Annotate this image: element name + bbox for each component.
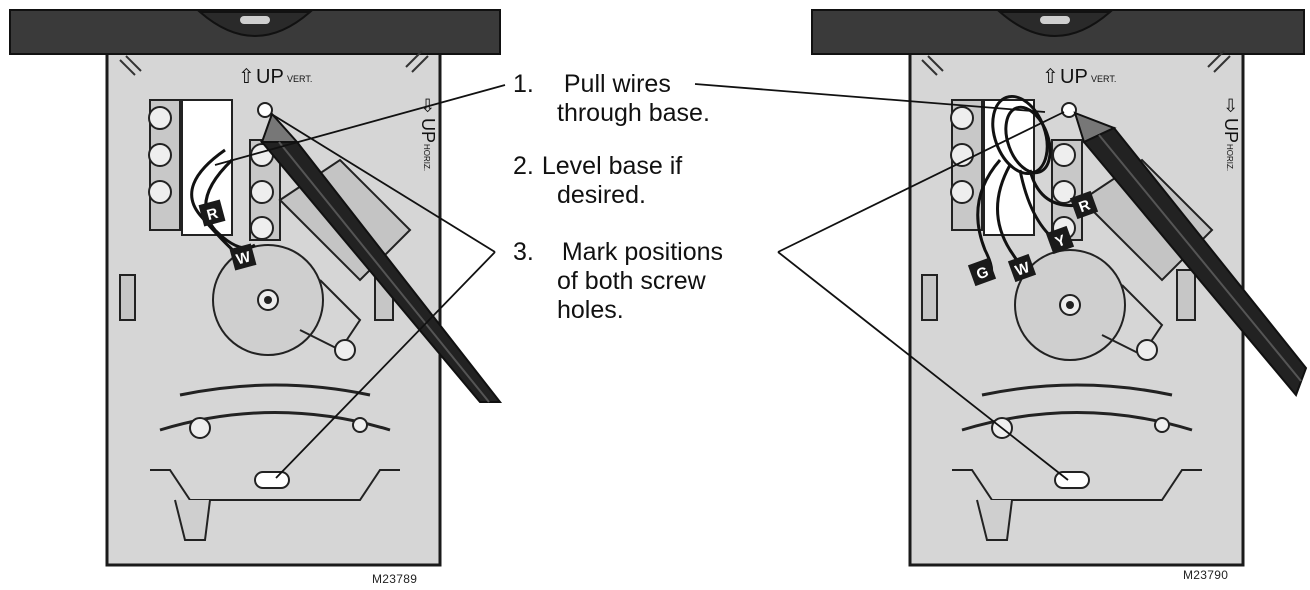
leader-lines	[214, 83, 1069, 481]
wire-tag-g: G	[967, 257, 997, 287]
leader-step1-right	[694, 83, 1046, 113]
svg-text:W: W	[1013, 259, 1033, 280]
svg-text:UP: UP	[1221, 118, 1241, 143]
thermostat-base-right: G W Y R ⇧ UP VERT. ⇨ UP HORIZ.	[811, 9, 1308, 567]
up-vert-label: ⇧ UP VERT.	[238, 66, 312, 88]
screw-hole-top	[257, 102, 273, 118]
step-3-line-1: Mark positions	[561, 238, 724, 266]
svg-text:R: R	[205, 205, 220, 224]
step-2-line-2: desired.	[557, 181, 646, 209]
leader-step3-right-top	[777, 111, 1065, 253]
leader-step3-left-bottom	[275, 251, 496, 479]
wire-tag-r: R	[198, 199, 226, 227]
wire-tag-w: W	[229, 243, 257, 271]
svg-text:UP: UP	[256, 66, 284, 88]
svg-text:HORIZ.: HORIZ.	[422, 144, 431, 171]
leader-step3-left-top	[272, 114, 496, 253]
svg-text:⇧: ⇧	[1042, 66, 1059, 88]
wire-tag-w: W	[1007, 253, 1037, 283]
svg-text:VERT.: VERT.	[287, 74, 312, 84]
step-1-line-1: Pull wires	[563, 70, 671, 98]
figure-code-right: M23790	[1183, 568, 1229, 582]
step-2-line-1: Level base if	[541, 152, 683, 180]
figure-code-left: M23789	[372, 572, 418, 586]
screw-slot-bottom	[254, 471, 290, 489]
pencil	[1073, 111, 1308, 397]
step-2-number: 2.	[513, 152, 534, 180]
svg-text:HORIZ.: HORIZ.	[1225, 144, 1234, 171]
leader-step3-right-bottom	[777, 251, 1069, 481]
up-vert-label: ⇧ UP VERT.	[1042, 66, 1116, 88]
step-1-number: 1.	[513, 70, 534, 98]
svg-text:⇧: ⇧	[238, 66, 255, 88]
svg-text:UP: UP	[1060, 66, 1088, 88]
step-3: 3. Mark positions of both screw holes.	[513, 238, 723, 325]
step-1-line-2: through base.	[557, 99, 710, 127]
screw-hole-top	[1061, 102, 1077, 118]
up-horz-label: ⇨ UP HORIZ.	[1221, 98, 1241, 171]
svg-text:UP: UP	[418, 118, 438, 143]
step-1: 1. Pull wires through base.	[513, 70, 710, 128]
step-2: 2.Level base if desired.	[513, 152, 682, 210]
leader-step1-left	[214, 84, 506, 166]
step-3-line-3: holes.	[557, 296, 624, 324]
step-3-number: 3.	[513, 238, 534, 266]
svg-text:⇨: ⇨	[1221, 98, 1241, 113]
pencil	[259, 112, 503, 403]
thermostat-base-left: R W ⇧ UP VERT. ⇨ UP HORIZ.	[9, 9, 503, 567]
svg-text:VERT.: VERT.	[1091, 74, 1116, 84]
wire-tag-y: Y	[1045, 225, 1075, 255]
wire-tag-r: R	[1069, 190, 1099, 220]
svg-text:W: W	[234, 248, 253, 268]
step-3-line-2: of both screw	[557, 267, 706, 295]
svg-text:G: G	[974, 263, 991, 283]
